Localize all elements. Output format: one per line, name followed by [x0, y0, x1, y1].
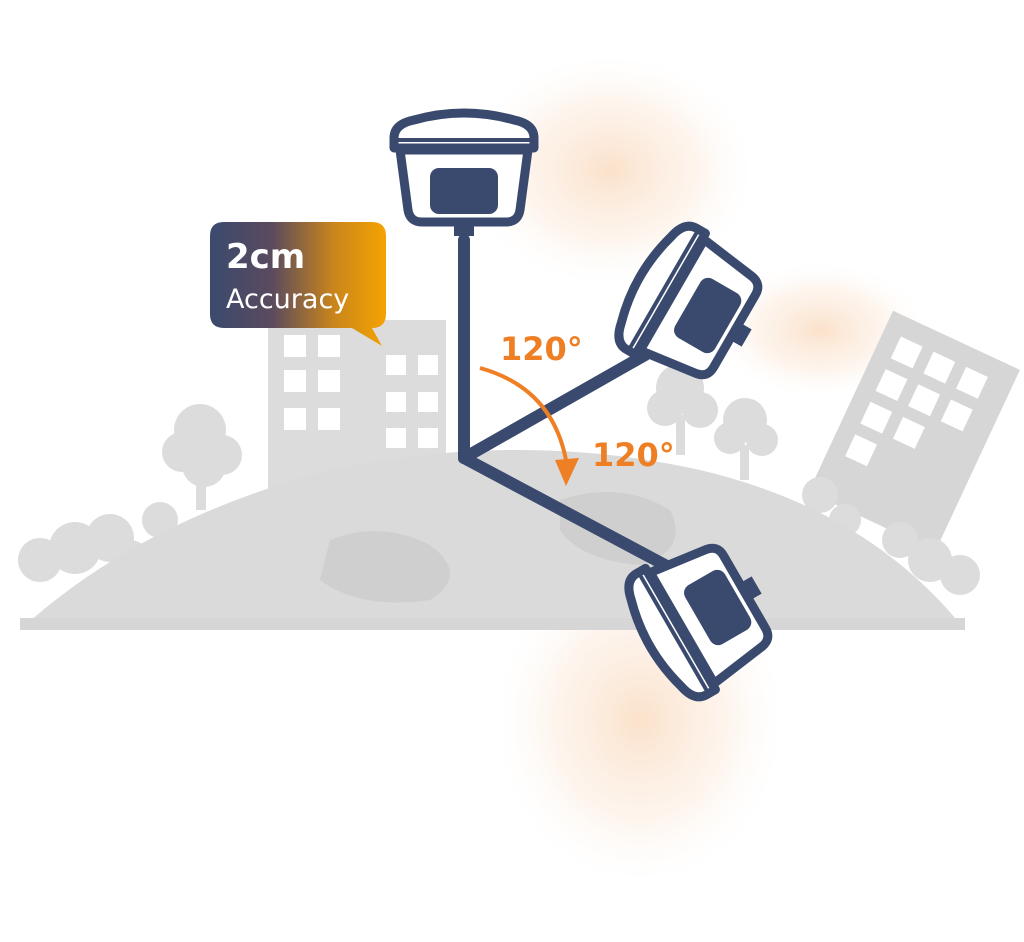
arrow-head	[555, 458, 579, 486]
pole-upper-tilted	[458, 349, 651, 464]
tree-left	[162, 404, 242, 510]
accuracy-callout: 2cm Accuracy	[210, 222, 386, 346]
angle-arrow	[479, 366, 579, 486]
receiver-poles	[458, 234, 671, 571]
angle-label-lower: 120°	[592, 436, 675, 474]
curved-arrow-icon	[479, 366, 568, 461]
angle-label-upper: 120°	[500, 330, 583, 368]
accuracy-label: Accuracy	[226, 284, 349, 315]
building-right	[808, 310, 1020, 552]
accuracy-value: 2cm	[226, 237, 305, 277]
gnss-receiver-icon	[394, 113, 534, 236]
pole-lower-tilted	[458, 452, 671, 571]
tree-right	[714, 398, 778, 480]
